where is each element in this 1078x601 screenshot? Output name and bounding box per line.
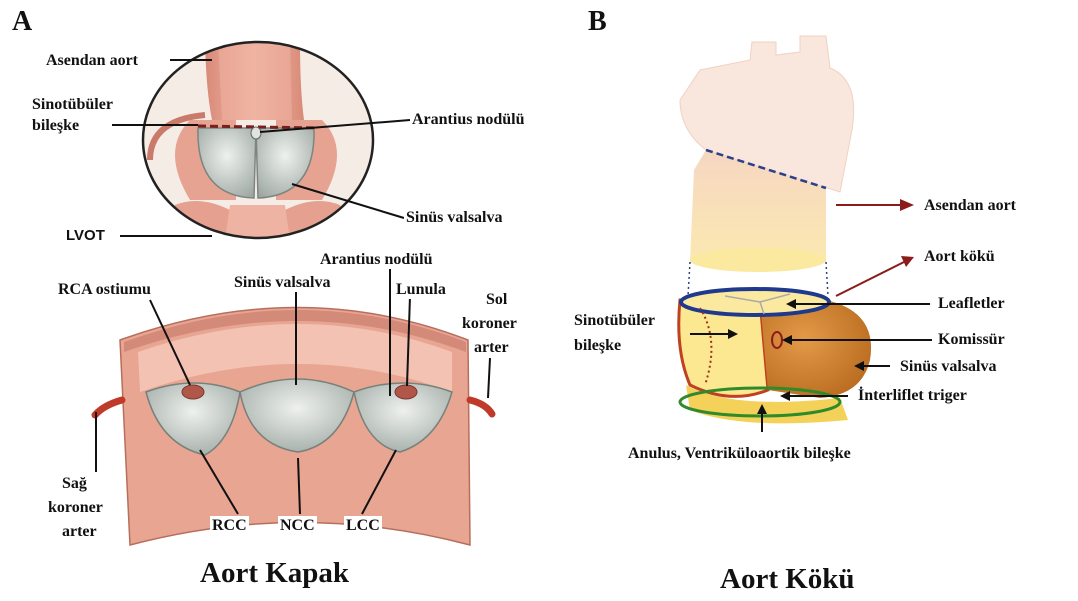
label-ascending-aorta-b: Asendan aort [922, 196, 1018, 215]
arrow-aortic-root [836, 256, 914, 296]
label-commissure: Komissür [936, 330, 1007, 349]
label-leaflets: Leafletler [936, 294, 1007, 313]
label-annulus: Anulus, Ventriküloaortik bileşke [626, 444, 853, 463]
label-aortic-root: Aort kökü [922, 247, 997, 266]
arrow-ascending-aorta [836, 199, 914, 211]
label-stj-b-line2: bileşke [572, 336, 623, 355]
label-stj-b-line1: Sinotübüler [572, 311, 657, 330]
caption-aort-koku: Aort Kökü [720, 562, 855, 596]
label-interleaflet: İnterliflet triger [856, 386, 969, 405]
label-sinus-b: Sinüs valsalva [898, 357, 998, 376]
